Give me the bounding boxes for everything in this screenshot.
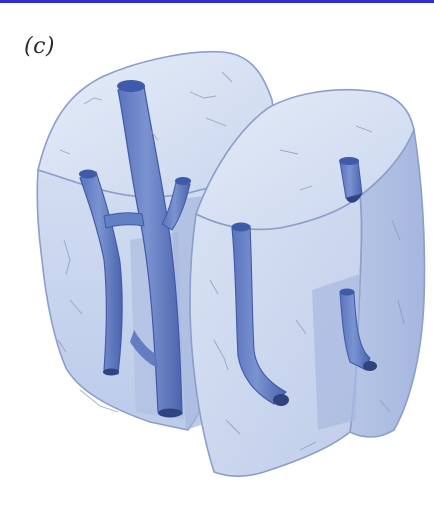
main-tube-opening bbox=[117, 80, 145, 92]
panel-label: (c) bbox=[24, 34, 55, 59]
